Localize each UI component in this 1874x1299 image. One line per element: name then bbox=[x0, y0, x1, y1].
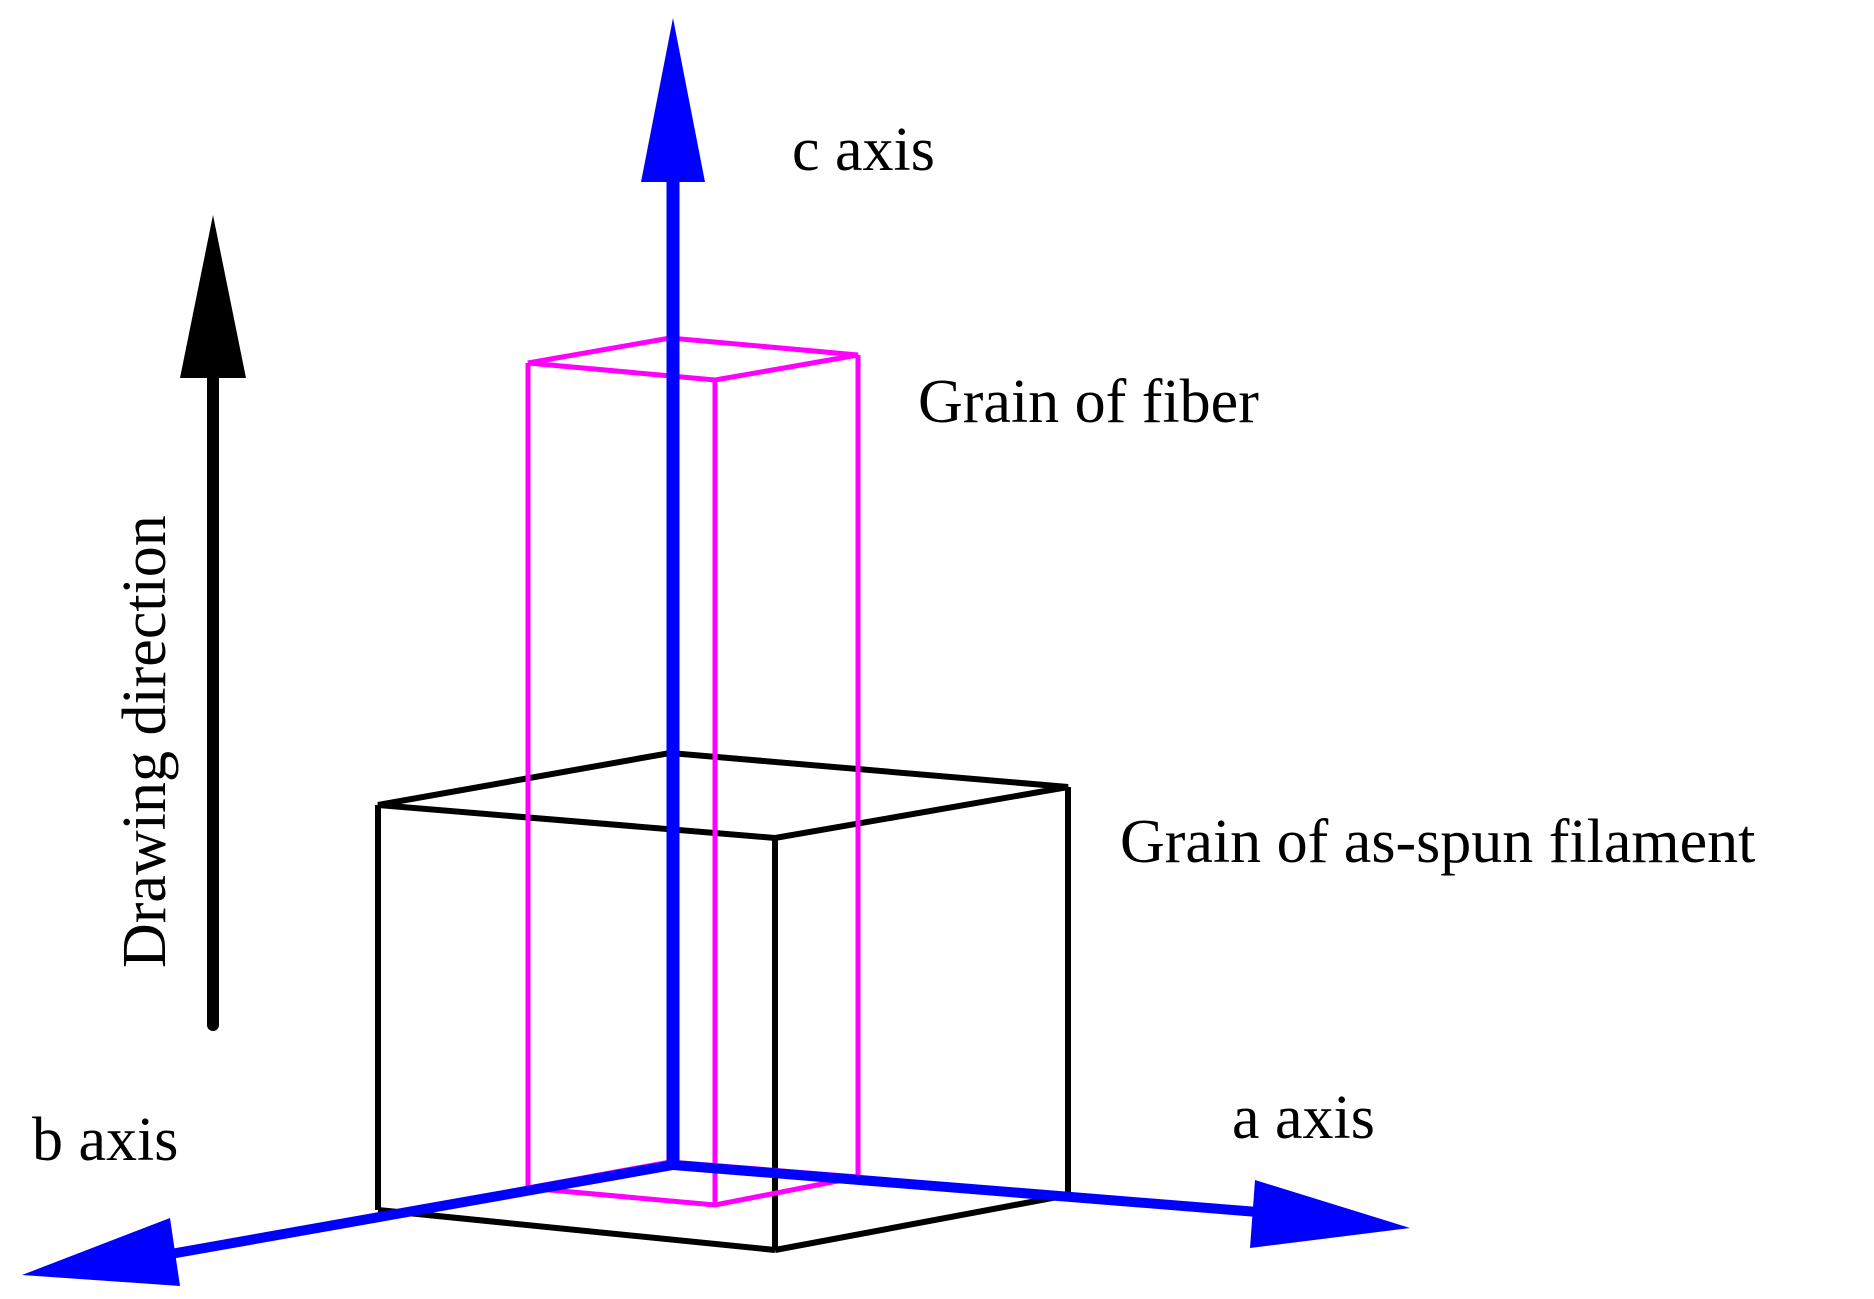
b-axis-label: b axis bbox=[32, 1106, 178, 1174]
filament-grain-box bbox=[375, 749, 1071, 1253]
filament-grain-top-face bbox=[377, 749, 1069, 842]
fiber-grain-top-face bbox=[527, 335, 859, 383]
b-axis-arrowhead bbox=[22, 1218, 180, 1286]
filament-grain-label: Grain of as-spun filament bbox=[1120, 808, 1755, 876]
drawing-direction-label: Drawing direction bbox=[111, 515, 179, 968]
filament-grain-edge bbox=[774, 1192, 1069, 1253]
drawing-direction-arrow bbox=[180, 215, 246, 1031]
drawing-direction-arrowhead bbox=[180, 215, 246, 378]
crystal-axes bbox=[22, 18, 1410, 1286]
a-axis-line bbox=[672, 1160, 1271, 1218]
b-axis-line bbox=[164, 1160, 674, 1260]
c-axis-label: c axis bbox=[792, 116, 935, 184]
a-axis-label: a axis bbox=[1232, 1084, 1375, 1152]
c-axis-arrowhead bbox=[641, 18, 705, 182]
filament-grain-edge bbox=[377, 1207, 776, 1253]
fiber-grain-box bbox=[525, 335, 861, 1208]
fiber-grain-label: Grain of fiber bbox=[918, 368, 1259, 436]
a-axis-arrowhead bbox=[1250, 1180, 1410, 1248]
